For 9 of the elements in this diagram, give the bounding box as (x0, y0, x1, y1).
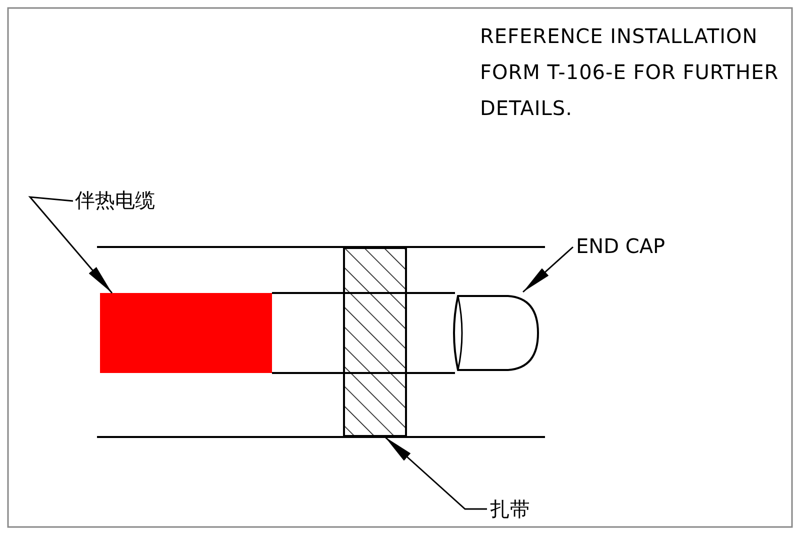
end-cap-label: END CAP (576, 233, 666, 259)
leader-line (28, 196, 113, 294)
cable-tie-label: 扎带 (490, 496, 530, 522)
leader-line (522, 246, 574, 293)
cable-tie-band (343, 247, 407, 437)
leader-line (384, 436, 487, 510)
cable-label: 伴热电缆 (75, 187, 155, 213)
heating-cable (100, 293, 272, 373)
reference-note: REFERENCE INSTALLATION FORM T-106-E FOR FURTHER DETAILS. (480, 23, 780, 122)
